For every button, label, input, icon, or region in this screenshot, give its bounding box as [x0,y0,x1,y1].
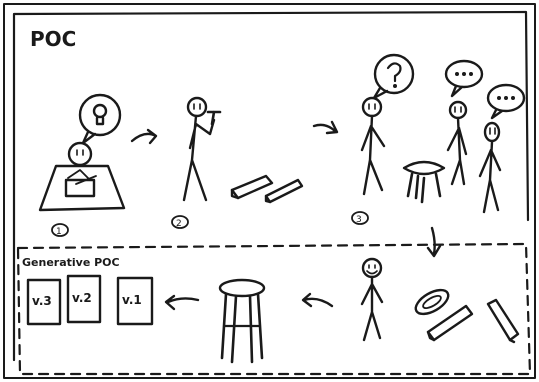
generative-label: Generative POC [22,256,120,269]
person-body [184,116,214,200]
person-body [480,142,500,212]
stool-small [404,162,444,202]
arrow-2 [314,122,337,133]
version-cards: v.3 v.2 v.1 [28,276,152,324]
person-smiling [362,259,382,340]
step-2-label: 2 [176,219,182,229]
arrow-down [428,228,440,256]
materials [412,285,518,342]
lightbulb-icon [80,95,120,143]
scene-1 [40,95,124,210]
person-body [362,116,384,194]
arrow-3 [166,296,198,309]
person-body [362,277,382,340]
question-mark-icon [374,55,413,98]
step-1-label: 1 [56,227,62,237]
scene-3 [362,55,524,212]
person-body [448,118,466,184]
version-label: v.3 [32,294,52,308]
planks [232,176,302,202]
scene-2 [184,98,302,202]
version-label: v.2 [72,291,92,305]
person-head [188,98,206,116]
person-head [363,98,381,116]
version-label: v.1 [122,293,142,307]
person-head [69,143,91,165]
arrow-1 [132,130,156,143]
speech-bubble-icon [446,61,482,96]
person-head [450,102,466,118]
person-head [485,123,499,141]
stool-tall [220,280,264,362]
step-3-label: 3 [356,215,362,225]
page-title: POC [30,27,76,51]
arrow-4 [303,294,332,306]
speech-bubble-icon [488,85,524,118]
